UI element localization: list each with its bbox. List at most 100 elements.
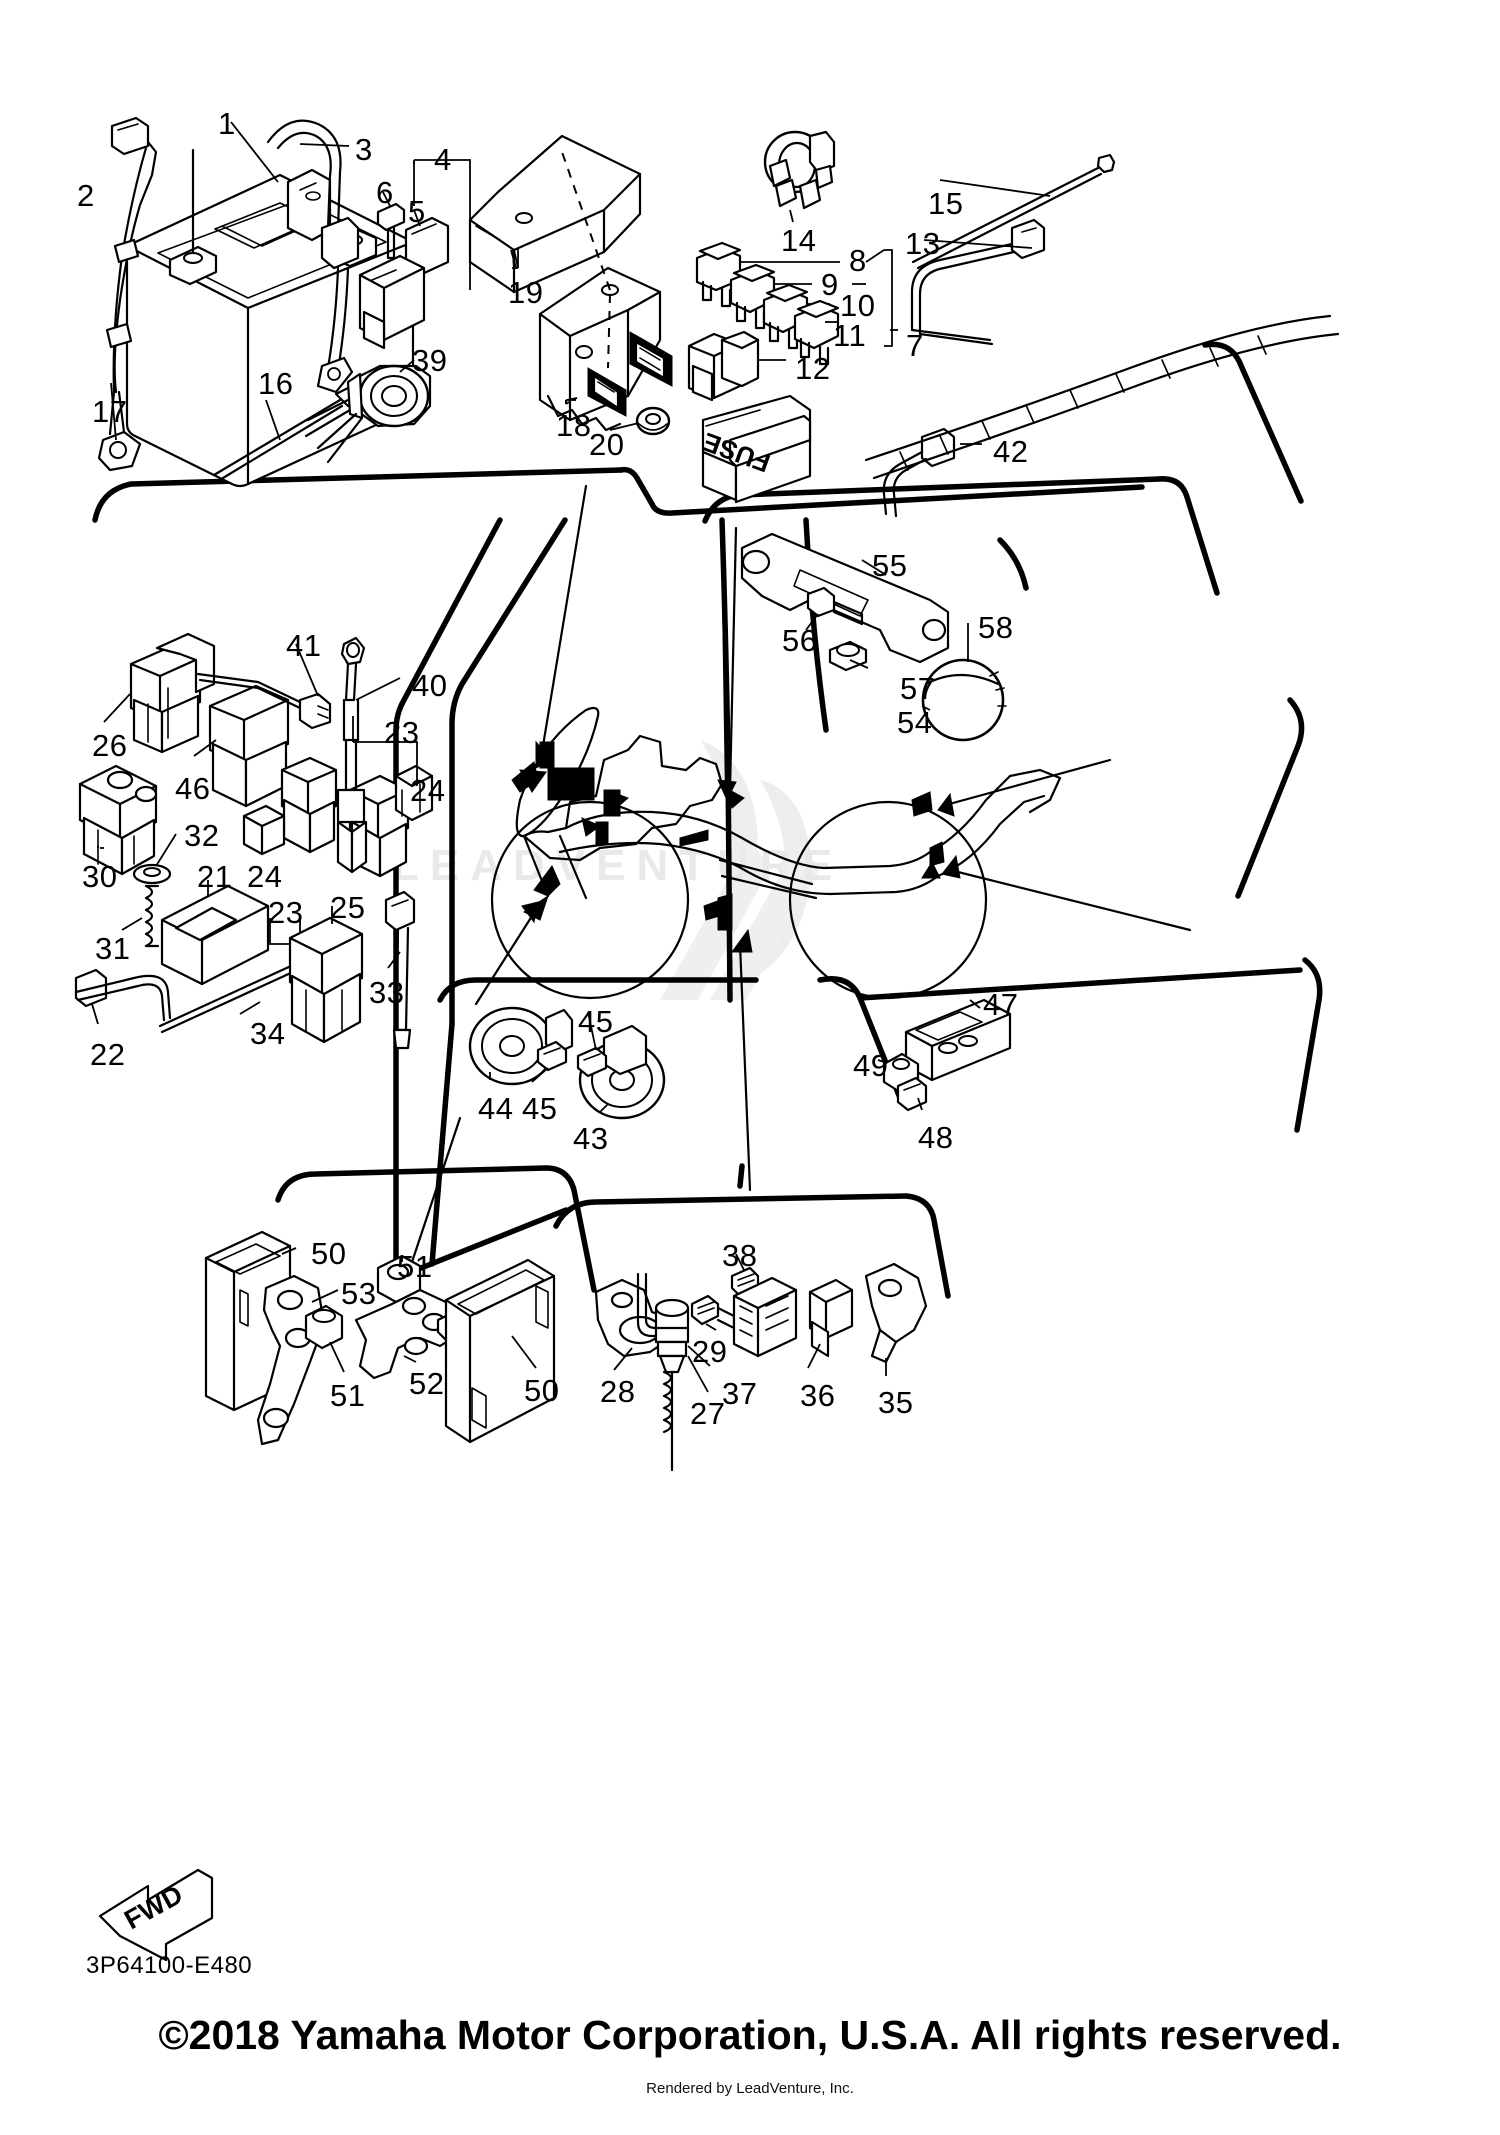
assembly-arrows — [408, 484, 1192, 1270]
callout-33: 33 — [369, 975, 405, 1010]
callout-27: 27 — [690, 1396, 726, 1431]
callout-26: 26 — [92, 728, 128, 763]
callout-24: 24 — [247, 859, 283, 894]
horn-43 — [576, 1011, 666, 1120]
callout-20: 20 — [589, 427, 625, 462]
fwd-arrow: FWD — [98, 1868, 214, 1962]
callout-7: 7 — [906, 328, 924, 363]
callout-37: 37 — [722, 1376, 758, 1411]
relay-26 — [103, 632, 216, 754]
callout-8: 8 — [849, 243, 867, 278]
callout-3: 3 — [355, 132, 373, 167]
callout-48: 48 — [918, 1120, 954, 1155]
callout-12: 12 — [795, 351, 831, 386]
relay-block-12 — [687, 330, 786, 402]
callout-32: 32 — [184, 818, 220, 853]
callout-38: 38 — [722, 1238, 758, 1273]
callout-49: 49 — [853, 1048, 889, 1083]
module-36-38 — [730, 1253, 928, 1376]
washer-57 — [828, 640, 869, 672]
bracket-53 — [256, 1274, 345, 1446]
callout-35: 35 — [878, 1385, 914, 1420]
callout-57: 57 — [900, 671, 936, 706]
callout-10: 10 — [840, 288, 876, 323]
callout-31: 31 — [95, 931, 131, 966]
callout-28: 28 — [600, 1374, 636, 1409]
callout-1: 1 — [218, 106, 236, 141]
callout-46: 46 — [175, 771, 211, 806]
horn-44 — [468, 1006, 574, 1086]
callout-25: 25 — [330, 890, 366, 925]
callout-13: 13 — [905, 226, 941, 261]
callout-44: 44 — [478, 1091, 514, 1126]
callout-30: 30 — [82, 859, 118, 894]
callout-4: 4 — [434, 142, 452, 177]
motorcycle-silhouette — [490, 706, 1062, 1000]
callout-14: 14 — [781, 223, 817, 258]
connector-30-31-32 — [74, 764, 320, 1034]
watermark: LEADVENTURE — [392, 740, 843, 1000]
callout-54: 54 — [897, 705, 933, 740]
main-harness — [864, 314, 1340, 480]
callout-50: 50 — [524, 1373, 560, 1408]
copyright-notice: ©2018 Yamaha Motor Corporation, U.S.A. A… — [158, 2012, 1342, 2058]
callout-11: 11 — [833, 318, 867, 353]
callout-22: 22 — [90, 1037, 126, 1072]
callout-52: 52 — [409, 1366, 445, 1401]
callout-29: 29 — [692, 1334, 728, 1369]
socket-39 — [304, 359, 432, 464]
callout-24: 24 — [410, 773, 446, 808]
callout-36: 36 — [800, 1378, 836, 1413]
callout-17: 17 — [92, 394, 128, 429]
rendered-by-notice: Rendered by LeadVenture, Inc. — [646, 2080, 854, 2097]
cable-tie-13 — [910, 218, 1046, 346]
svg-text:LEADVENTURE: LEADVENTURE — [392, 841, 843, 890]
callout-15: 15 — [928, 186, 964, 221]
callout-18: 18 — [556, 408, 592, 443]
callout-40: 40 — [412, 668, 448, 703]
callout-43: 43 — [573, 1121, 609, 1156]
callout-19: 19 — [508, 275, 544, 310]
callout-2: 2 — [77, 178, 95, 213]
cable-tie-15 — [911, 153, 1116, 270]
relay-25-33 — [288, 890, 416, 1050]
cap-54-58 — [921, 623, 1007, 742]
callout-21: 21 — [197, 859, 233, 894]
callout-39: 39 — [412, 343, 448, 378]
callout-34: 34 — [250, 1016, 286, 1051]
blade-fuses — [695, 241, 898, 366]
sensor-27-37 — [636, 1272, 736, 1472]
callout-45: 45 — [522, 1091, 558, 1126]
fuse-box-7: FUSE — [699, 329, 892, 504]
callout-51: 51 — [330, 1378, 366, 1413]
reflector-47 — [877, 998, 1012, 1112]
bracket-55 — [740, 532, 950, 664]
relay-assembly-5-6 — [358, 159, 471, 350]
callout-47: 47 — [983, 987, 1019, 1022]
clamp-14 — [763, 130, 836, 223]
bolt-56 — [805, 586, 864, 631]
ecu-cover-19 — [468, 134, 642, 294]
callout-55: 55 — [872, 548, 908, 583]
connector-40-41 — [196, 636, 401, 874]
callout-53: 53 — [341, 1276, 377, 1311]
reflector-50-left — [204, 1230, 297, 1412]
callout-5: 5 — [408, 194, 426, 229]
drawing-code-label: 3P64100-E480 — [86, 1952, 253, 1979]
callout-41: 41 — [286, 628, 322, 663]
callout-42: 42 — [993, 434, 1029, 469]
callout-6: 6 — [376, 175, 394, 210]
reflector-50-right — [444, 1258, 556, 1444]
battery-positive-cable — [266, 119, 360, 394]
callout-58: 58 — [978, 610, 1014, 645]
grommet-20 — [609, 406, 671, 436]
callout-16: 16 — [258, 366, 294, 401]
relay-46 — [193, 684, 290, 808]
callout-9: 9 — [821, 267, 839, 302]
callout-23: 23 — [268, 895, 304, 930]
callout-56: 56 — [782, 623, 818, 658]
battery-negative-cable — [97, 116, 158, 472]
callout-51: 51 — [397, 1249, 433, 1284]
